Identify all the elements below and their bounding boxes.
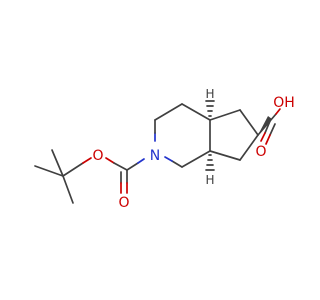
molecule-svg: O O N OH O H H [34,87,295,211]
atom-o-acid-h: OH [273,95,295,111]
wedge-bond-c6 [258,116,272,135]
bond-tbu-to-o-red [82,157,92,164]
bond-c7-c7a [209,150,241,161]
bond-o-carbonyl [113,162,128,171]
bond-tbu-methyl-left [34,165,64,177]
bond-c1-n [171,160,183,168]
bond-c-oh-red [275,108,281,115]
bond-c6-c7 [239,134,259,161]
hashed-bond-bottom-h [205,154,215,171]
bond-acid-co-a-red [260,132,266,142]
bond-c4a-c5 [209,109,241,121]
bond-tbu-to-o [62,162,84,177]
molecule-structure-diagram: O O N OH O H H [34,87,295,211]
bond-acid-co-b [269,123,276,136]
atom-n: N [150,148,160,164]
bond-c-n-blue [137,158,145,164]
bond-tbu-methyl-top [51,149,64,177]
atom-o-acid-carbonyl: O [255,144,266,160]
bond-c-n [126,162,139,171]
bond-c5-c6 [239,109,259,136]
bond-tbu-methyl-bottom [62,175,74,204]
hashed-bond-top-h [205,100,215,117]
atom-o-ester: O [92,148,103,164]
bond-c1-n-blue [164,156,173,162]
atom-h-bottom: H [205,173,214,187]
bond-o-carbonyl-red [105,157,115,164]
bond-c4-c4a [181,103,211,121]
atom-h-top: H [205,87,214,101]
bond-acid-co-a [264,120,271,134]
bond-acid-co-b-red [265,134,271,145]
atom-o-carbonyl-boc: O [118,195,129,211]
bond-c7a-c1 [181,150,211,168]
bond-c3-c4 [154,103,183,121]
